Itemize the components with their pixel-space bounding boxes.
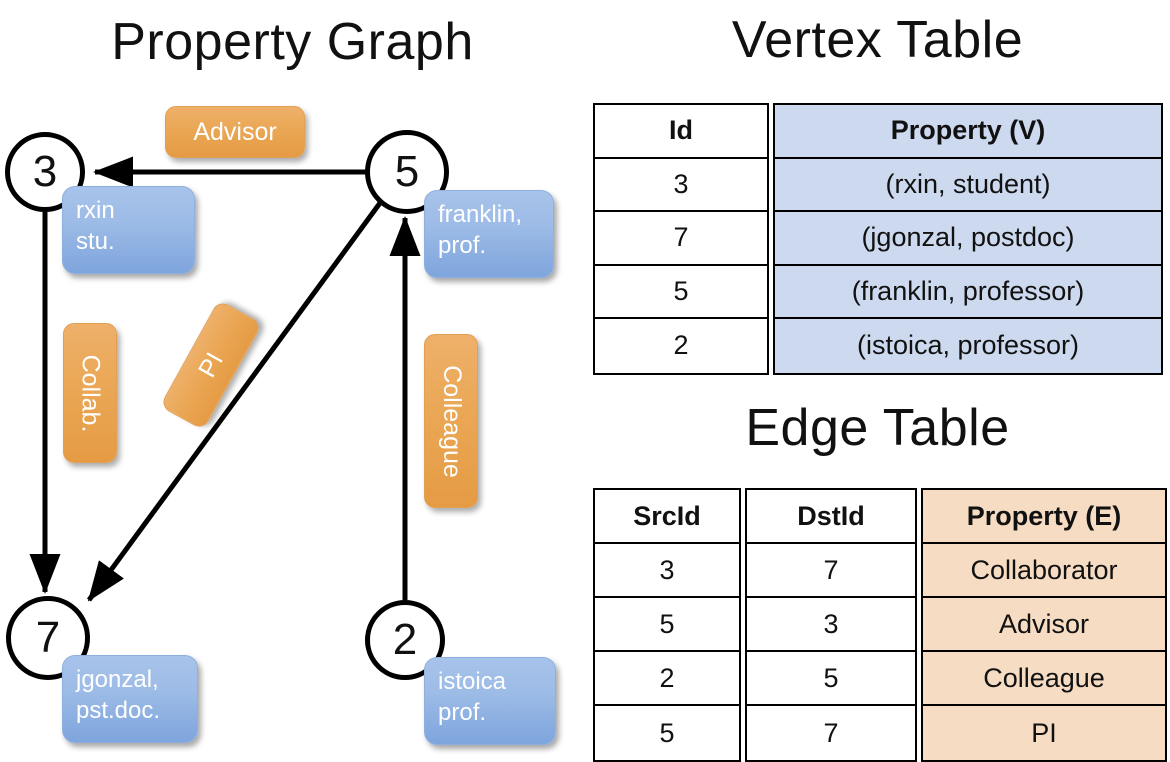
vertex-table-header-id: Id [595, 105, 767, 159]
edge-table-header-property: Property (E) [923, 490, 1165, 544]
graph-node-2-label: 2 [392, 615, 418, 664]
vertex-property-bubble-jgonzal[interactable]: jgonzal, pst.doc. [62, 655, 198, 743]
vertex-table-cell-id: 7 [595, 212, 767, 266]
vertex-table-column-property: Property (V) (rxin, student) (jgonzal, p… [773, 103, 1163, 375]
vertex-table-cell-property: (rxin, student) [775, 158, 1161, 212]
page-title-vertex-table: Vertex Table [731, 11, 1024, 69]
edge-table-cell-srcid: 5 [595, 706, 739, 760]
edge-table-header-srcid: SrcId [595, 490, 739, 544]
edge-table-column-property: Property (E) Collaborator Advisor Collea… [921, 488, 1167, 762]
property-graph-diagram: 3 5 7 2 rxin stu. franklin, prof. jgonza… [0, 0, 585, 760]
bubble-jgonzal-line2: pst.doc. [76, 696, 161, 724]
vertex-table-column-id: Id 3 7 5 2 [593, 103, 769, 375]
edge-table-cell-property: Collaborator [923, 544, 1165, 598]
edge-table-cell-dstid: 7 [747, 706, 915, 760]
vertex-property-bubble-rxin[interactable]: rxin stu. [62, 186, 195, 274]
edge-table-cell-dstid: 3 [747, 598, 915, 652]
bubble-rxin-line1: rxin [76, 197, 115, 224]
edge-label-colleague[interactable]: Colleague [424, 334, 478, 508]
edge-table-column-dstid: DstId 7 3 5 7 [745, 488, 917, 762]
edge-table-cell-property: Colleague [923, 652, 1165, 706]
edge-label-colleague-text: Colleague [437, 364, 466, 478]
edge-table-column-srcid: SrcId 3 5 2 5 [593, 488, 741, 762]
vertex-table-cell-property: (franklin, professor) [775, 265, 1161, 319]
vertex-table-cell-property: (jgonzal, postdoc) [775, 212, 1161, 266]
edge-label-advisor[interactable]: Advisor [165, 106, 305, 158]
page-title-edge-table: Edge Table [745, 399, 1010, 457]
edge-table-cell-dstid: 5 [747, 652, 915, 706]
edge-table-cell-property: PI [923, 706, 1165, 760]
edge-line-5-to-7 [86, 201, 383, 602]
graph-node-5-label: 5 [394, 147, 420, 196]
graph-node-3-label: 3 [32, 147, 58, 196]
graph-node-2[interactable]: 2 [365, 600, 445, 680]
graph-node-7-label: 7 [35, 613, 61, 662]
edge-label-advisor-text: Advisor [193, 117, 277, 146]
graph-node-5[interactable]: 5 [365, 130, 449, 214]
edge-table-cell-srcid: 3 [595, 544, 739, 598]
vertex-table-cell-id: 3 [595, 158, 767, 212]
vertex-property-bubble-istoica[interactable]: istoica prof. [424, 657, 556, 745]
bubble-franklin-line2: prof. [438, 231, 487, 259]
bubble-istoica-line1: istoica [438, 668, 507, 695]
bubble-franklin-line1: franklin, [438, 201, 523, 228]
vertex-table-cell-property: (istoica, professor) [775, 319, 1161, 373]
edge-table-cell-srcid: 2 [595, 652, 739, 706]
graph-edge-lines [29, 156, 421, 602]
vertex-table-header-property: Property (V) [775, 105, 1161, 159]
edge-label-pi-text: PI [192, 347, 229, 382]
edge-table-cell-dstid: 7 [747, 544, 915, 598]
edge-table-cell-property: Advisor [923, 598, 1165, 652]
vertex-table: Id 3 7 5 2 Property (V) (rxin, student) … [593, 103, 1163, 375]
edge-table: SrcId 3 5 2 5 DstId 7 3 5 7 Property (E)… [593, 488, 1167, 762]
edge-label-collab[interactable]: Collab. [63, 323, 117, 463]
vertex-table-cell-id: 5 [595, 265, 767, 319]
edge-table-header-dstid: DstId [747, 490, 915, 544]
bubble-istoica-line2: prof. [438, 698, 487, 726]
page-title-property-graph: Property Graph [111, 13, 474, 71]
vertex-table-cell-id: 2 [595, 319, 767, 373]
bubble-rxin-line2: stu. [76, 227, 115, 255]
edge-table-cell-srcid: 5 [595, 598, 739, 652]
edge-label-collab-text: Collab. [76, 354, 105, 432]
bubble-jgonzal-line1: jgonzal, [76, 666, 159, 693]
vertex-property-bubble-franklin[interactable]: franklin, prof. [424, 190, 554, 278]
